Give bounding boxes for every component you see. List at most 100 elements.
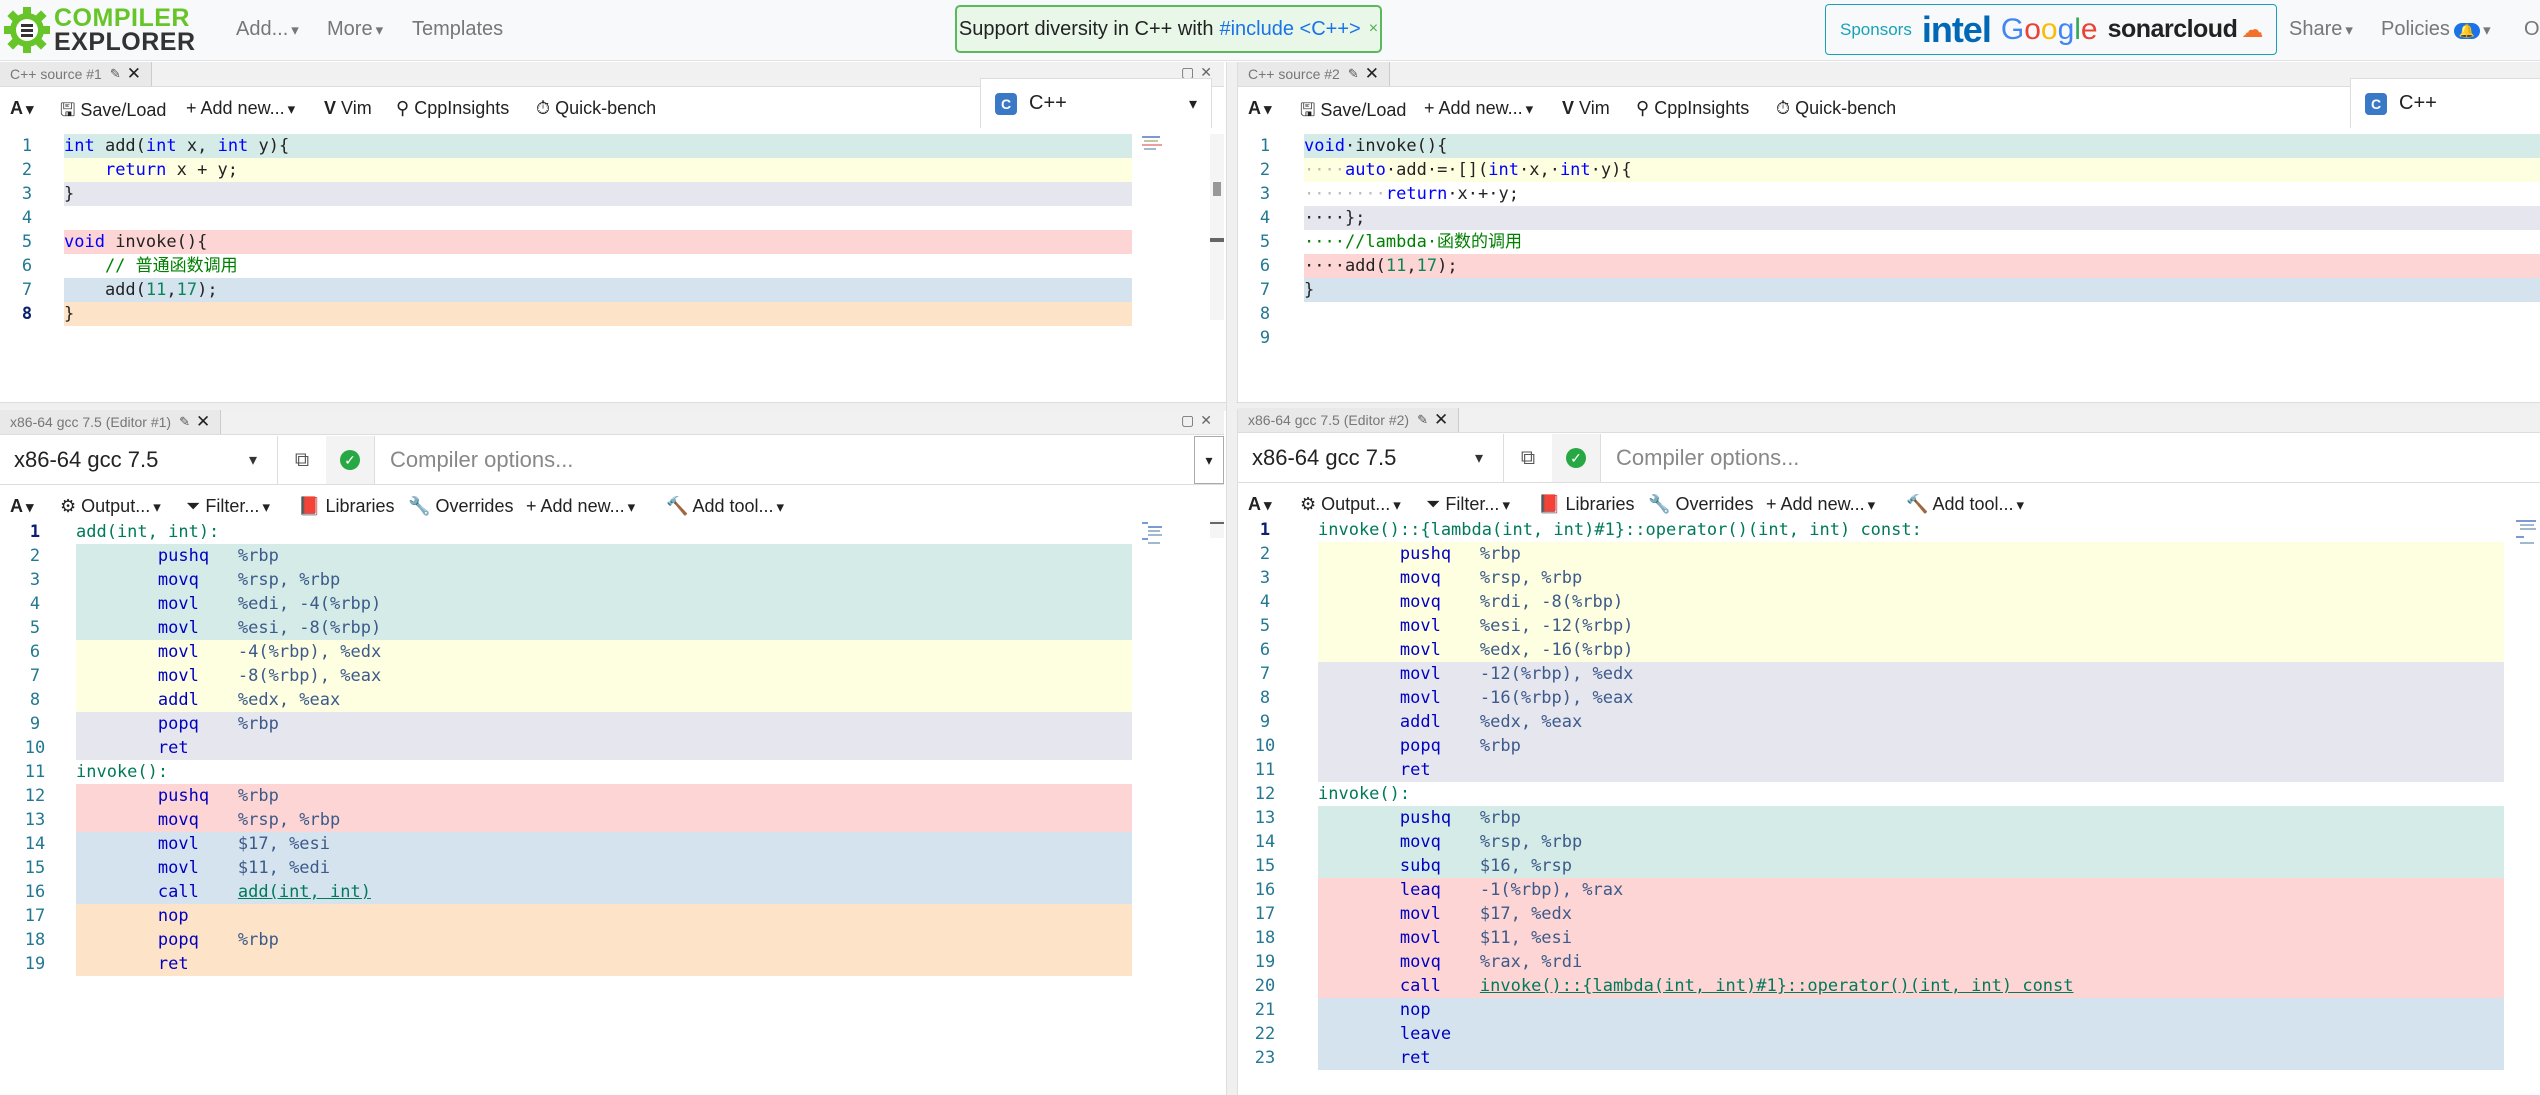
compiler-select[interactable]: x86-64 gcc 7.5 ▾ — [0, 436, 278, 484]
line-number: 11 — [1254, 760, 1276, 780]
policies-menu[interactable]: Policies🔔 — [2381, 18, 2491, 41]
output-button[interactable]: ⚙ Output... — [1300, 494, 1401, 515]
keyword: int — [217, 136, 249, 156]
promo-link[interactable]: #include <C++> — [1219, 17, 1361, 40]
asm-operands: %edi, -4(%rbp) — [237, 594, 382, 614]
add-tool-button[interactable]: 🔨 Add tool... — [666, 496, 784, 517]
asm-indent — [1318, 640, 1400, 660]
promo-close-button[interactable]: × — [1368, 20, 1379, 37]
line-number: 7 — [21, 280, 33, 300]
libraries-button[interactable]: 📕 Libraries — [298, 496, 394, 517]
save-load-button[interactable]: 🖫 Save/Load — [1300, 98, 1406, 128]
line-number: 10 — [24, 738, 46, 758]
asm-instruction-line: addl%edx, %eax — [76, 688, 1132, 712]
close-icon[interactable]: ✕ — [126, 64, 141, 83]
source-1-tab[interactable]: C++ source #1 ✎ ✕ — [0, 62, 152, 86]
other-menu[interactable]: O — [2524, 18, 2540, 40]
compiler-2-tab[interactable]: x86-64 gcc 7.5 (Editor #2) ✎ ✕ — [1238, 408, 1460, 432]
line-number: 17 — [1254, 904, 1276, 924]
source-2-tab[interactable]: C++ source #2 ✎ ✕ — [1238, 62, 1390, 86]
asm-label-line: invoke()::{lambda(int, int)#1}::operator… — [1318, 518, 2504, 542]
add-new-button[interactable]: + Add new... — [1766, 494, 1875, 515]
asm-call-target-link[interactable]: invoke()::{lambda(int, int)#1}::operator… — [1479, 976, 2074, 996]
asm-instruction-line: movl%edx, -16(%rbp) — [1318, 638, 2504, 662]
compiler-explorer-logo[interactable]: COMPILER EXPLORER — [4, 4, 196, 56]
compile-status-button[interactable]: ✓ — [1552, 434, 1601, 482]
compiler-options-input[interactable]: Compiler options... — [1616, 445, 1800, 470]
sponsor-intel-logo[interactable]: intel — [1921, 8, 1992, 50]
add-new-button[interactable]: + Add new... — [1424, 98, 1533, 119]
pencil-icon[interactable]: ✎ — [179, 414, 190, 429]
scrollbar-thumb[interactable] — [1213, 182, 1221, 196]
add-new-button[interactable]: + Add new... — [526, 496, 635, 517]
asm-call-target-link[interactable]: add(int, int) — [237, 882, 371, 902]
asm-mnemonic: pushq — [157, 786, 210, 806]
sponsor-sonarcloud-logo[interactable]: sonarcloud — [2107, 15, 2238, 43]
vertical-scrollbar[interactable] — [1210, 134, 1224, 320]
vertical-splitter[interactable] — [1226, 62, 1238, 1095]
compiler-options-input[interactable]: Compiler options... — [390, 447, 574, 472]
minimap[interactable] — [2514, 518, 2540, 563]
cpp-logo-icon: C — [2365, 92, 2387, 115]
asm-operands: $11, %esi — [1479, 928, 1573, 948]
cpp-logo-icon: C — [995, 92, 1017, 115]
vim-toggle[interactable]: V Vim — [324, 98, 372, 119]
language-select[interactable]: C C++ ▾ — [980, 78, 1212, 128]
filter-button[interactable]: ⏷ Filter... — [186, 496, 270, 517]
pane-maximize-close-controls[interactable]: ▢✕ — [1181, 412, 1218, 428]
line-number: 1 — [1259, 136, 1271, 156]
pencil-icon[interactable]: ✎ — [1347, 66, 1359, 81]
options-dropdown-button[interactable]: ▾ — [1194, 436, 1224, 484]
libraries-button[interactable]: 📕 Libraries — [1538, 494, 1634, 515]
popout-icon[interactable]: ⧉ — [1504, 434, 1553, 482]
pencil-icon[interactable]: ✎ — [109, 66, 121, 81]
stopwatch-icon: ⏱ — [1776, 98, 1791, 118]
compile-status-button[interactable]: ✓ — [326, 436, 375, 484]
more-menu[interactable]: More — [327, 18, 383, 41]
compiler-1-tab[interactable]: x86-64 gcc 7.5 (Editor #1) ✎ ✕ — [0, 410, 222, 434]
line-number: 8 — [1259, 304, 1271, 324]
horizontal-splitter-left[interactable] — [0, 402, 1226, 411]
source-pane-2: C++ source #2 ✎ ✕ A 🖫 Save/Load + Add ne… — [1238, 62, 2540, 402]
cppinsights-button[interactable]: ⚲ CppInsights — [396, 98, 509, 119]
font-size-button[interactable]: A — [1248, 98, 1272, 119]
number: 11 — [1385, 256, 1407, 276]
cppinsights-button[interactable]: ⚲ CppInsights — [1636, 98, 1749, 119]
output-button[interactable]: ⚙ Output... — [60, 496, 161, 517]
asm-label: invoke(): — [1318, 784, 1411, 804]
asm-operands: $16, %rsp — [1479, 856, 1573, 876]
save-load-button[interactable]: 🖫 Save/Load — [60, 98, 166, 128]
font-size-button[interactable]: A — [10, 98, 34, 119]
asm-indent — [76, 810, 158, 830]
minimap[interactable] — [1140, 520, 1166, 561]
pencil-icon[interactable]: ✎ — [1417, 412, 1428, 427]
language-select[interactable]: C C++ — [2350, 78, 2540, 128]
add-tool-button[interactable]: 🔨 Add tool... — [1906, 494, 2024, 515]
font-size-button[interactable]: A — [10, 496, 34, 517]
vertical-scrollbar[interactable] — [1210, 520, 1224, 538]
pane-maximize-close-controls[interactable]: ▢✕ — [1181, 64, 1218, 80]
asm-operands: %rbp — [237, 714, 279, 734]
share-menu[interactable]: Share — [2289, 18, 2353, 41]
horizontal-splitter-right[interactable] — [1236, 402, 2540, 409]
add-menu[interactable]: Add... — [236, 18, 299, 41]
close-icon[interactable]: ✕ — [1364, 64, 1379, 83]
font-size-button[interactable]: A — [1248, 494, 1272, 515]
quick-bench-button[interactable]: ⏱ Quick-bench — [536, 98, 656, 119]
add-new-button[interactable]: + Add new... — [186, 98, 295, 119]
book-icon: 📕 — [1538, 494, 1561, 514]
vim-toggle[interactable]: V Vim — [1562, 98, 1610, 119]
asm-indent — [76, 570, 158, 590]
overrides-button[interactable]: 🔧 Overrides — [1648, 494, 1753, 515]
popout-icon[interactable]: ⧉ — [278, 436, 327, 484]
compiler-select[interactable]: x86-64 gcc 7.5 ▾ — [1238, 434, 1504, 482]
overrides-button[interactable]: 🔧 Overrides — [408, 496, 513, 517]
close-icon[interactable]: ✕ — [196, 412, 211, 431]
templates-link[interactable]: Templates — [412, 18, 504, 40]
close-icon[interactable]: ✕ — [1434, 410, 1449, 429]
quick-bench-button[interactable]: ⏱ Quick-bench — [1776, 98, 1896, 119]
filter-button[interactable]: ⏷ Filter... — [1426, 494, 1510, 515]
sponsor-google-logo[interactable]: Google — [2000, 12, 2098, 46]
minimap[interactable] — [1140, 134, 1166, 159]
sponsors-box[interactable]: Sponsors intel Google sonarcloud ☁ — [1825, 4, 2277, 55]
